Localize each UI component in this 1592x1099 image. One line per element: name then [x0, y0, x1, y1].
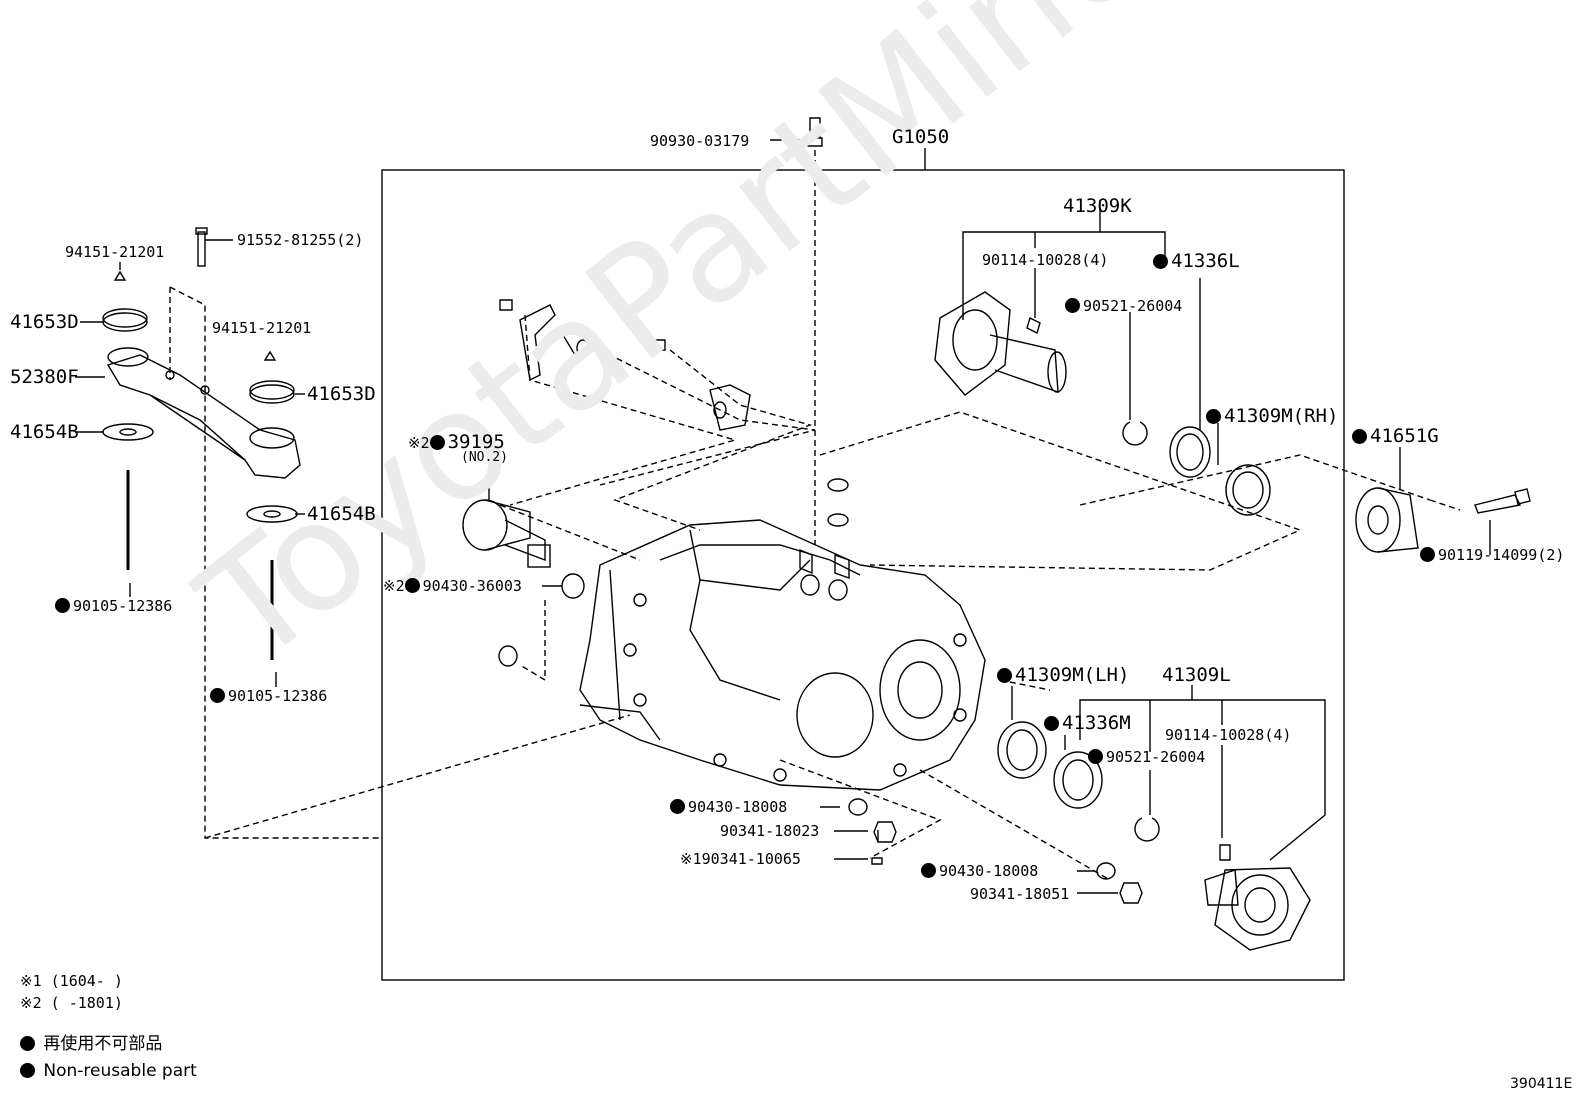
part-label-p22[interactable]: 41309L	[1162, 664, 1231, 686]
o-ring-90430-36003	[561, 573, 585, 599]
part-label-p6[interactable]: 52380F	[10, 366, 79, 388]
part-label-p17[interactable]: 90521-26004	[1065, 297, 1182, 315]
non-reusable-dot	[670, 799, 685, 814]
breather-plug	[807, 117, 823, 147]
non-reusable-dot	[1352, 429, 1367, 444]
seal-41336m	[1053, 751, 1103, 809]
snap-ring-lh	[1134, 817, 1160, 842]
part-label-p29[interactable]: 90430-18008	[921, 862, 1038, 880]
non-reusable-dot	[404, 578, 420, 593]
part-label-p1[interactable]: 90930-03179	[650, 132, 750, 150]
non-reusable-dot	[921, 863, 936, 878]
part-label-p30[interactable]: 90341-18051	[970, 885, 1070, 903]
legend-dot	[20, 1063, 35, 1078]
note-2: ※2 ( -1801)	[20, 994, 123, 1012]
part-label-p16[interactable]: 41336L	[1153, 250, 1240, 272]
part-label-p2[interactable]: 94151-21201	[65, 243, 165, 261]
shaft-39195	[462, 499, 551, 568]
plug-90341-18051	[1119, 882, 1143, 904]
part-label-p4[interactable]: 41653D	[10, 311, 79, 333]
part-label-p21[interactable]: 41309M(LH)	[997, 664, 1129, 686]
part-label-p14[interactable]: 41309K	[1063, 195, 1132, 217]
part-label-p10[interactable]: 90105-12386	[55, 597, 172, 615]
plug-90341-18023	[873, 821, 897, 843]
part-label-p5[interactable]: 94151-21201	[212, 319, 312, 337]
part-label-p20[interactable]: 90119-14099(2)	[1420, 546, 1564, 564]
cushion-41653d-left	[102, 312, 148, 332]
non-reusable-dot	[1420, 547, 1435, 562]
legend-jp: 再使用不可部品	[20, 1034, 162, 1054]
group-code-label: G1050	[892, 126, 950, 148]
part-label-p28[interactable]: ※190341-10065	[680, 850, 801, 868]
washer-90430-18008-b	[1096, 862, 1116, 880]
part-label-p18[interactable]: 41309M(RH)	[1206, 405, 1338, 427]
part-label-p26[interactable]: 90430-18008	[670, 798, 787, 816]
washer-90430-18008-a	[848, 798, 868, 816]
non-reusable-dot	[1153, 254, 1168, 269]
plug-small	[498, 645, 518, 667]
non-reusable-dot	[1088, 749, 1103, 764]
part-label-p3[interactable]: 91552-81255(2)	[237, 231, 364, 249]
snap-ring-rh	[1122, 421, 1148, 446]
part-label-p27[interactable]: 90341-18023	[720, 822, 820, 840]
part-label-p24[interactable]: 90114-10028(4)	[1165, 726, 1292, 744]
non-reusable-dot	[997, 668, 1012, 683]
legend-dot	[20, 1036, 35, 1051]
flange-41309l	[1204, 867, 1311, 951]
washer-41654b-left	[102, 423, 154, 441]
seal-41309m-rh	[1225, 464, 1271, 516]
non-reusable-dot	[1065, 298, 1080, 313]
flange-41309k	[934, 291, 1067, 396]
part-label-p23[interactable]: 41336M	[1044, 712, 1131, 734]
part-label-p9[interactable]: 41654B	[307, 503, 376, 525]
non-reusable-dot	[1206, 409, 1221, 424]
part-label-p19[interactable]: 41651G	[1352, 425, 1439, 447]
seal-41309m-lh	[997, 721, 1047, 779]
non-reusable-dot	[1044, 716, 1059, 731]
cushion-41653d-right	[249, 384, 295, 404]
part-label-p8[interactable]: 41654B	[10, 421, 79, 443]
seal-41336l	[1169, 426, 1211, 478]
note-1: ※1 (1604- )	[20, 972, 123, 990]
part-label-p7[interactable]: 41653D	[307, 383, 376, 405]
bolt-90119	[1474, 488, 1531, 514]
washer-41654b-right	[246, 505, 298, 523]
non-reusable-dot	[210, 688, 225, 703]
mount-bracket	[106, 347, 301, 479]
part-label-p15[interactable]: 90114-10028(4)	[982, 251, 1109, 269]
legend-en: Non-reusable part	[20, 1061, 197, 1081]
drawing-id: 390411E	[1510, 1076, 1573, 1092]
sub-label-39195: (NO.2)	[461, 450, 508, 465]
group-frame	[381, 169, 1345, 981]
differential-housing	[579, 519, 986, 791]
non-reusable-dot	[55, 598, 70, 613]
mount-41651g	[1355, 487, 1419, 553]
part-label-p25[interactable]: 90521-26004	[1088, 748, 1205, 766]
part-label-p11[interactable]: 90105-12386	[210, 687, 327, 705]
non-reusable-dot	[429, 435, 445, 450]
